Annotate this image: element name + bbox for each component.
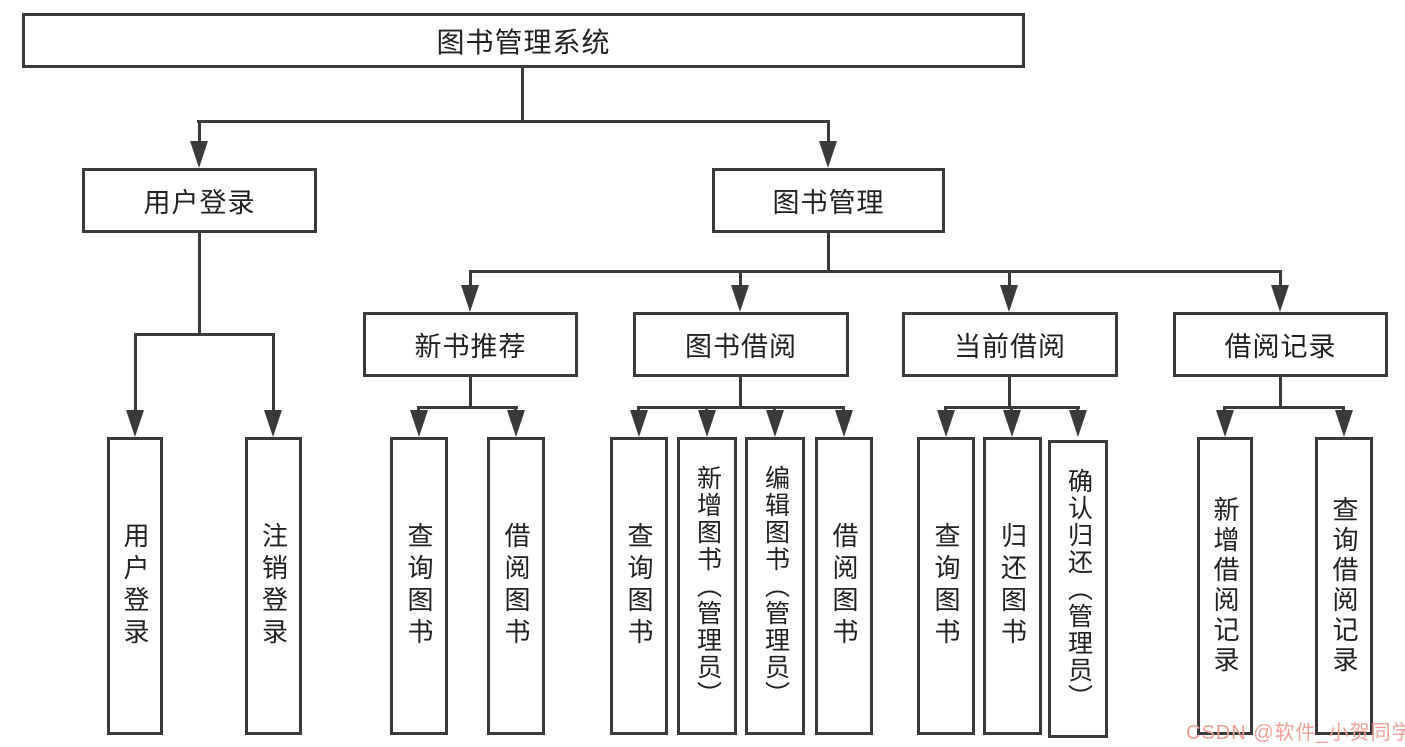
leaf-label: 查询图书 [404, 522, 434, 650]
node-library-management-system: 图书管理系统 [22, 13, 1025, 68]
connector-line [514, 406, 517, 413]
leaf-return-books: 归还图书 [983, 437, 1042, 735]
arrow-down-icon [461, 285, 479, 312]
leaf-user-login: 用户登录 [107, 437, 163, 735]
node-label: 用户登录 [143, 188, 256, 218]
leaf-edit-books-admin: 编辑图书（管理员） [745, 437, 805, 735]
connector-line [637, 406, 640, 413]
connector-line [1279, 377, 1282, 408]
arrow-down-icon [1216, 410, 1234, 437]
connector-line [739, 377, 742, 408]
leaf-label: 用户登录 [120, 522, 150, 650]
arrow-down-icon [410, 410, 428, 437]
connector-line [469, 377, 472, 408]
connector-line [197, 120, 830, 123]
leaf-label: 新增图书（管理员） [693, 464, 722, 708]
arrow-down-icon [190, 141, 208, 168]
connector-line [739, 270, 742, 287]
connector-line [1008, 377, 1011, 408]
arrow-down-icon [835, 410, 853, 437]
connector-line [469, 270, 472, 287]
connector-line [521, 68, 524, 122]
arrow-down-icon [630, 410, 648, 437]
arrow-down-icon [698, 410, 716, 437]
connector-line [417, 406, 420, 413]
connector-line [198, 233, 201, 336]
node-current-borrowing: 当前借阅 [902, 312, 1118, 377]
leaf-logout: 注销登录 [245, 437, 302, 735]
leaf-label: 归还图书 [997, 522, 1028, 650]
connector-line [134, 333, 275, 336]
connector-line [134, 333, 137, 412]
leaf-label: 新增借阅记录 [1210, 496, 1240, 676]
leaf-query-books-borrow: 查询图书 [610, 437, 668, 735]
leaf-label: 确认归还（管理员） [1064, 467, 1093, 711]
connector-line [637, 406, 845, 409]
connector-line [773, 406, 776, 413]
connector-line [1342, 406, 1345, 413]
connector-line [705, 406, 708, 413]
leaf-query-borrow-record: 查询借阅记录 [1315, 437, 1373, 735]
arrow-down-icon [1271, 285, 1289, 312]
connector-line [1076, 406, 1079, 413]
arrow-down-icon [937, 410, 955, 437]
connector-line [944, 406, 947, 413]
node-label: 图书管理 [772, 188, 885, 218]
connector-line [1010, 406, 1013, 413]
arrow-down-icon [126, 410, 144, 437]
leaf-label: 查询图书 [624, 522, 654, 650]
leaf-label: 查询图书 [931, 522, 961, 650]
node-book-borrowing: 图书借阅 [633, 312, 849, 377]
leaf-label: 借阅图书 [829, 522, 859, 650]
leaf-label: 借阅图书 [501, 522, 531, 650]
connector-line [417, 406, 518, 409]
leaf-confirm-return-admin: 确认归还（管理员） [1048, 440, 1108, 738]
leaf-label: 编辑图书（管理员） [761, 464, 790, 708]
watermark-csdn: CSDN @软件_小贺同学 [1186, 722, 1405, 744]
connector-line [272, 333, 275, 412]
connector-line [842, 406, 845, 413]
arrow-down-icon [1000, 285, 1018, 312]
leaf-query-books-recommend: 查询图书 [390, 437, 448, 735]
arrow-down-icon [1069, 410, 1087, 437]
node-label: 新书推荐 [414, 332, 527, 362]
node-borrowing-records: 借阅记录 [1173, 312, 1388, 377]
connector-line [1223, 406, 1345, 409]
node-label: 图书管理系统 [436, 26, 611, 58]
leaf-borrow-books: 借阅图书 [815, 437, 873, 735]
node-label: 当前借阅 [954, 332, 1066, 362]
leaf-label: 注销登录 [258, 522, 289, 650]
connector-line [1279, 270, 1282, 287]
connector-line [198, 120, 201, 144]
node-book-management: 图书管理 [712, 168, 945, 233]
leaf-label: 查询借阅记录 [1329, 496, 1359, 676]
leaf-borrow-books-recommend: 借阅图书 [487, 437, 545, 735]
leaf-add-books-admin: 新增图书（管理员） [677, 437, 737, 735]
connector-line [827, 120, 830, 144]
connector-line [1223, 406, 1226, 413]
node-label: 借阅记录 [1224, 332, 1337, 362]
arrow-down-icon [731, 285, 749, 312]
arrow-down-icon [507, 410, 525, 437]
arrow-down-icon [264, 410, 282, 437]
connector-line [827, 233, 830, 272]
arrow-down-icon [819, 141, 837, 168]
arrow-down-icon [1335, 410, 1353, 437]
leaf-add-borrow-record: 新增借阅记录 [1197, 437, 1253, 735]
arrow-down-icon [1003, 410, 1021, 437]
arrow-down-icon [766, 410, 784, 437]
node-user-login: 用户登录 [82, 168, 317, 233]
connector-line [1008, 270, 1011, 287]
node-new-book-recommend: 新书推荐 [363, 312, 578, 377]
leaf-query-books-current: 查询图书 [917, 437, 975, 735]
node-label: 图书借阅 [685, 332, 797, 362]
connector-line [469, 270, 1282, 273]
